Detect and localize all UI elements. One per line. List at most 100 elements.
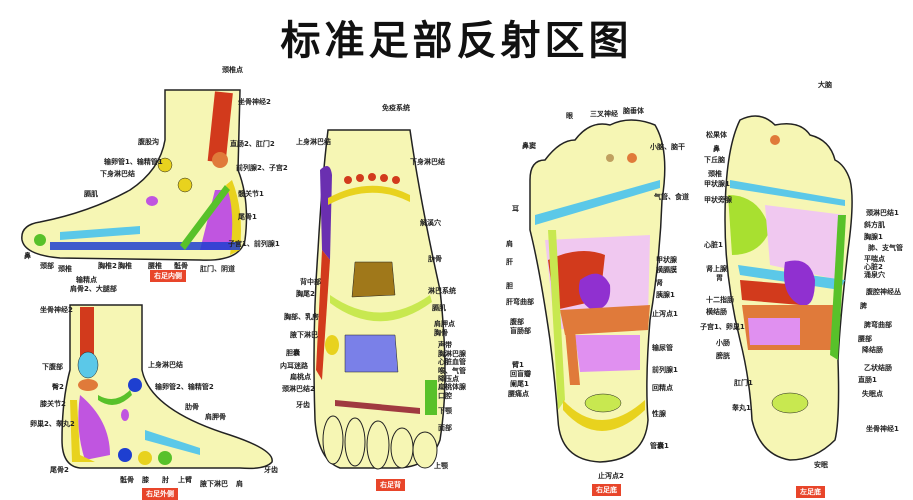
zone-label: 肘 bbox=[162, 476, 169, 484]
zone-label: 颈淋巴结2 bbox=[282, 385, 315, 393]
zone-label: 小脑、脑干 bbox=[650, 143, 685, 151]
zone-label: 胸腺1 bbox=[864, 233, 883, 241]
zone-label: 肝弯曲部 bbox=[506, 298, 534, 306]
zone-label: 肩 bbox=[236, 480, 243, 488]
zone-label: 子宫1、前列腺1 bbox=[228, 240, 280, 248]
zone-label: 前列腺2、子宫2 bbox=[236, 164, 288, 172]
zone-label: 甲状腺1 bbox=[704, 180, 730, 188]
zone-label: 横膈膜 bbox=[656, 266, 677, 274]
zone-label: 降结肠 bbox=[862, 346, 883, 354]
zone-label: 腋下淋巴 bbox=[290, 331, 318, 339]
zone-label: 胰腺1 bbox=[656, 291, 675, 299]
zone-label: 胸尾2 bbox=[296, 290, 315, 298]
zone-label: 乙状结肠 bbox=[864, 364, 892, 372]
zone-label: 扁桃体腺 bbox=[438, 383, 466, 391]
zone-label: 胸部、乳房 bbox=[284, 313, 319, 321]
panel-caption: 右足底 bbox=[592, 484, 621, 496]
zone-label: 三叉神经 bbox=[590, 110, 618, 118]
zone-label: 肩胛骨 bbox=[205, 413, 226, 421]
zone-label: 扁桃点 bbox=[290, 373, 311, 381]
zone-label: 肺、支气管 bbox=[868, 244, 903, 252]
zone-label: 鼻窦 bbox=[522, 142, 536, 150]
zone-label: 腋下淋巴 bbox=[200, 480, 228, 488]
zone-label: 气管、食道 bbox=[654, 193, 689, 201]
zone-label: 髋关节1 bbox=[238, 190, 264, 198]
zone-label: 坐骨神经1 bbox=[866, 425, 899, 433]
zone-label: 睾丸1 bbox=[732, 404, 751, 412]
zone-label: 解溪穴 bbox=[420, 219, 441, 227]
zone-label: 牙齿 bbox=[264, 466, 278, 474]
zone-label: 膀胱 bbox=[716, 352, 730, 360]
zone-label: 尾骨1 bbox=[238, 213, 257, 221]
zone-label: 喉、气管 bbox=[438, 367, 466, 375]
zone-label: 膈肌 bbox=[432, 304, 446, 312]
foot-sole-right bbox=[529, 119, 666, 463]
zone-label: 胸椎 bbox=[118, 262, 132, 270]
zone-label: 肛门、阴道 bbox=[200, 265, 235, 273]
zone-label: 斜方肌 bbox=[864, 221, 885, 229]
zone-label: 胃 bbox=[716, 274, 723, 282]
zone-label: 声带 bbox=[438, 341, 452, 349]
zone-label: 鼻 bbox=[24, 252, 31, 260]
zone-label: 胆囊 bbox=[286, 349, 300, 357]
zone-label: 耳 bbox=[512, 205, 519, 213]
zone-label: 坐骨神经2 bbox=[238, 98, 271, 106]
zone-label: 臂1 bbox=[512, 361, 524, 369]
zone-label: 输尿管 bbox=[652, 344, 673, 352]
zone-label: 膝 bbox=[142, 476, 149, 484]
panel-caption: 左足底 bbox=[796, 486, 825, 498]
zone-label: 尾骨2 bbox=[50, 466, 69, 474]
zone-label: 止泻点1 bbox=[652, 310, 678, 318]
zone-label: 上身淋巴结 bbox=[296, 138, 331, 146]
foot-sole-left bbox=[724, 115, 853, 461]
zone-label: 脾弯曲部 bbox=[864, 321, 892, 329]
zone-label: 胸椎2 bbox=[98, 262, 117, 270]
zone-label: 口腔 bbox=[438, 392, 452, 400]
zone-label: 颈椎 bbox=[708, 170, 722, 178]
zone-label: 牙齿 bbox=[296, 401, 310, 409]
zone-label: 坐骨神经2 bbox=[40, 306, 73, 314]
zone-label: 甲状腺 bbox=[656, 256, 677, 264]
zone-label: 甲状旁腺 bbox=[704, 196, 732, 204]
zone-label: 肋骨 bbox=[185, 403, 199, 411]
zone-label: 颈椎 bbox=[58, 265, 72, 273]
page-title: 标准足部反射区图 bbox=[280, 17, 633, 64]
zone-label: 小肠 bbox=[716, 339, 730, 347]
zone-label: 涌泉穴 bbox=[864, 271, 885, 279]
zone-label: 直肠2、肛门2 bbox=[230, 140, 275, 148]
zone-label: 颈椎点 bbox=[222, 66, 243, 74]
zone-label: 止泻点2 bbox=[598, 472, 624, 480]
zone-label: 下丘脑 bbox=[704, 156, 725, 164]
zone-label: 心脏1 bbox=[704, 241, 723, 249]
zone-label: 淋巴系统 bbox=[428, 287, 456, 295]
zone-label: 内耳迷路 bbox=[280, 362, 308, 370]
zone-label: 鼻 bbox=[713, 145, 720, 153]
zone-label: 回精点 bbox=[652, 384, 673, 392]
zone-label: 下颚 bbox=[438, 407, 452, 415]
panel-caption: 右足背 bbox=[376, 479, 405, 491]
zone-label: 胸淋巴腺 bbox=[438, 350, 466, 358]
zone-label: 管囊1 bbox=[650, 442, 669, 450]
zone-label: 平喘点 bbox=[864, 255, 885, 263]
zone-label: 骶骨 bbox=[120, 476, 134, 484]
zone-label: 脑垂体 bbox=[623, 107, 644, 115]
zone-label: 卵巢2、睾丸2 bbox=[30, 420, 75, 428]
zone-label: 腰椎 bbox=[148, 262, 162, 270]
foot-medial-right bbox=[21, 89, 248, 261]
zone-label: 阑尾1 bbox=[510, 380, 529, 388]
zone-label: 安眠 bbox=[814, 461, 828, 469]
zone-label: 腹部 bbox=[510, 318, 524, 326]
zone-label: 肋骨 bbox=[428, 255, 442, 263]
zone-label: 肩 bbox=[506, 240, 513, 248]
zone-label: 十二指肠 bbox=[706, 296, 734, 304]
zone-label: 失眠点 bbox=[862, 390, 883, 398]
zone-label: 肾上腺 bbox=[706, 265, 727, 273]
zone-label: 回盲瓣 bbox=[510, 370, 531, 378]
zone-label: 前列腺1 bbox=[652, 366, 678, 374]
zone-label: 肛门1 bbox=[734, 379, 753, 387]
zone-label: 下身淋巴结 bbox=[100, 170, 135, 178]
zone-label: 腹腔神经丛 bbox=[866, 288, 901, 296]
zone-label: 颈淋巴结1 bbox=[866, 209, 899, 217]
